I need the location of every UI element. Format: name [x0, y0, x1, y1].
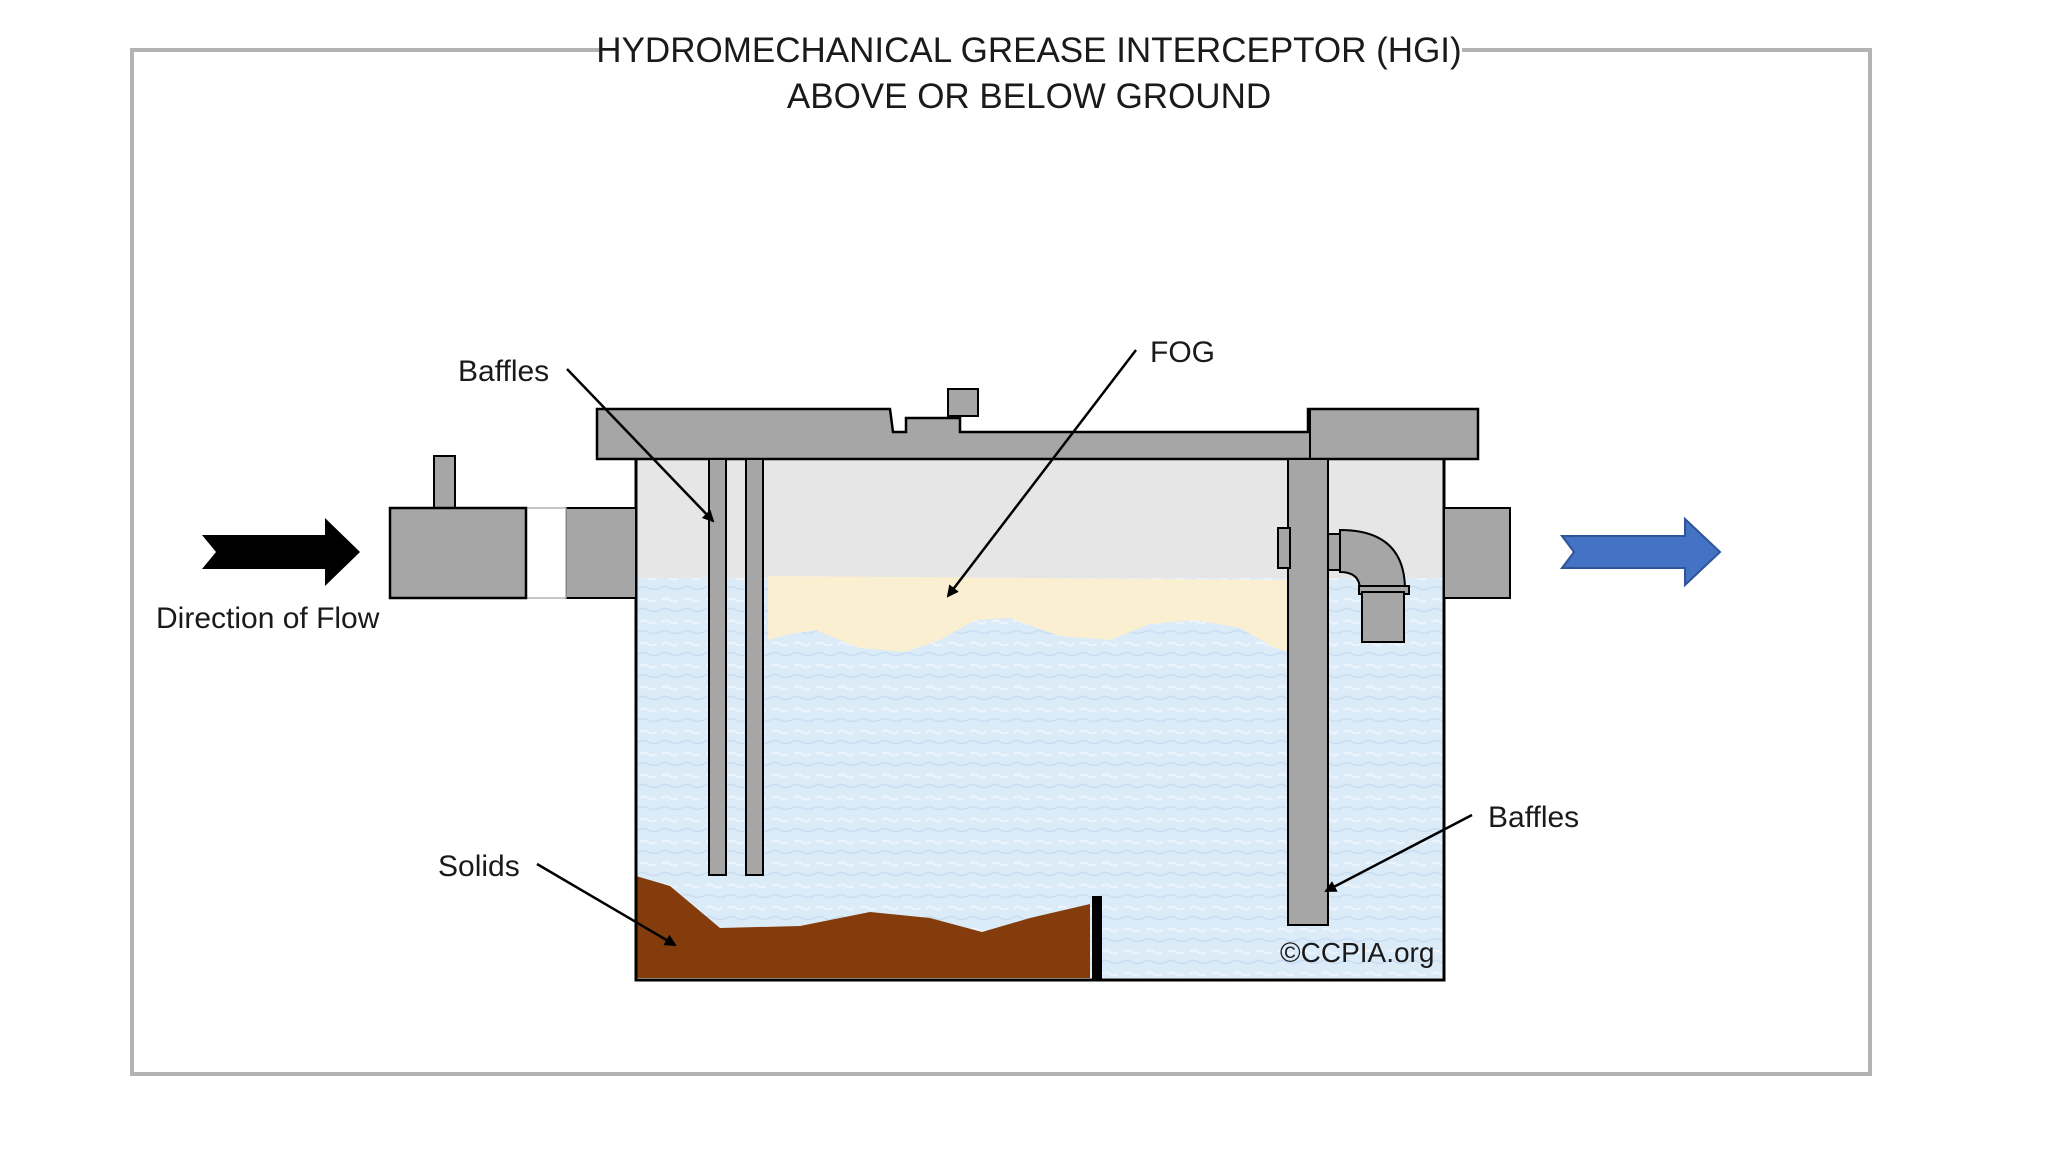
flow-control-vent [433, 455, 456, 510]
weir-plate [1092, 896, 1102, 980]
baffle-left-2 [745, 458, 764, 876]
baffle-left-1 [708, 458, 727, 876]
fog-layer [768, 576, 1290, 652]
tank-lid [595, 407, 1480, 461]
figure-frame [130, 48, 1872, 1076]
label-solids: Solids [438, 850, 520, 883]
label-fog: FOG [1150, 336, 1215, 369]
inlet-connector [525, 507, 567, 599]
solids-layer [636, 876, 1090, 978]
inlet-pipe [565, 507, 637, 599]
label-baffles-left: Baffles [458, 355, 549, 388]
leader-solids [536, 862, 677, 947]
label-direction-of-flow: Direction of Flow [156, 602, 380, 635]
baffle-right [1287, 458, 1329, 926]
credit-text: ©CCPIA.org [1280, 937, 1434, 968]
title-line-1: HYDROMECHANICAL GREASE INTERCEPTOR (HGI) [596, 31, 1461, 70]
outlet-elbow-pipe [1277, 527, 1410, 643]
leader-fog [946, 349, 1137, 598]
leader-baffles-left [566, 368, 715, 523]
inflow-arrow [202, 518, 360, 586]
title-line-2: ABOVE OR BELOW GROUND [787, 77, 1271, 116]
flow-control-device [388, 506, 528, 600]
leader-baffles-right [1324, 813, 1473, 893]
label-baffles-right: Baffles [1488, 801, 1579, 834]
lid-vent [947, 388, 979, 417]
outlet-pipe [1443, 507, 1511, 599]
tank-walls [634, 458, 1446, 982]
outflow-arrow [1560, 516, 1722, 588]
